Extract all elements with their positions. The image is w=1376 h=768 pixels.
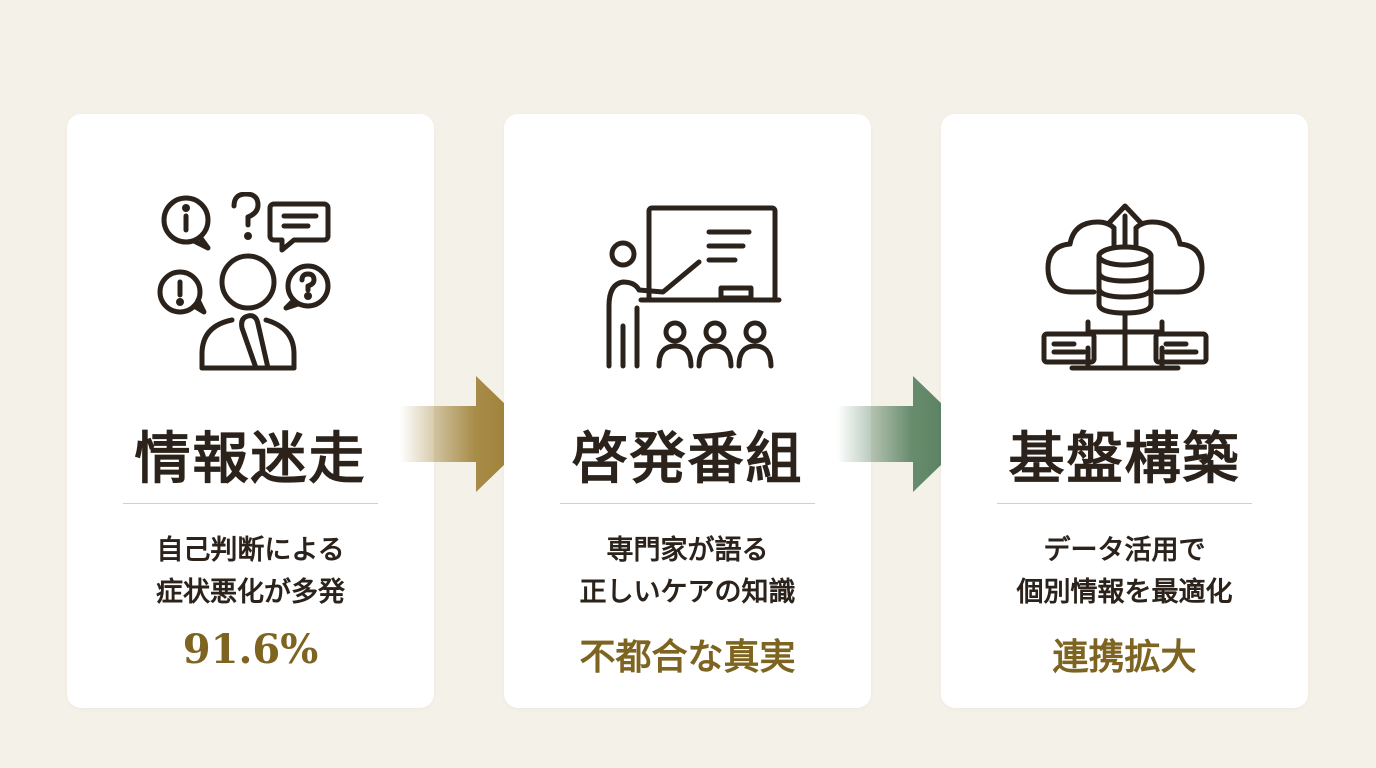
card-awareness-program: 啓発番組 専門家が語る 正しいケアの知識 不都合な真実 — [504, 114, 871, 708]
divider — [123, 503, 378, 504]
card-highlight: 91.6% — [182, 626, 319, 673]
description-line: 正しいケアの知識 — [579, 577, 796, 608]
card-title: 啓発番組 — [571, 426, 804, 492]
description-line: データ活用で — [1043, 535, 1206, 566]
arrow-right-icon — [400, 376, 540, 492]
card-description: データ活用で 個別情報を最適化 — [941, 530, 1308, 614]
description-line: 症状悪化が多発 — [156, 577, 345, 608]
description-line: 専門家が語る — [606, 535, 769, 566]
card-title: 基盤構築 — [1008, 426, 1241, 492]
card-description: 自己判断による 症状悪化が多発 — [67, 530, 434, 614]
divider — [997, 503, 1252, 504]
card-infrastructure-building: 基盤構築 データ活用で 個別情報を最適化 連携拡大 — [941, 114, 1308, 708]
card-description: 専門家が語る 正しいケアの知識 — [504, 530, 871, 614]
card-information-confusion: 情報迷走 自己判断による 症状悪化が多発 91.6% — [67, 114, 434, 708]
divider — [560, 503, 815, 504]
presenter-whiteboard-audience-icon — [593, 192, 783, 382]
description-line: 個別情報を最適化 — [1016, 577, 1233, 608]
card-title: 情報迷走 — [134, 426, 367, 492]
card-highlight: 不都合な真実 — [579, 637, 796, 678]
cloud-database-network-icon — [1030, 192, 1220, 382]
description-line: 自己判断による — [156, 535, 345, 566]
arrow-right-icon — [837, 376, 977, 492]
card-highlight: 連携拡大 — [1052, 637, 1197, 678]
confused-person-questions-icon — [156, 192, 346, 382]
